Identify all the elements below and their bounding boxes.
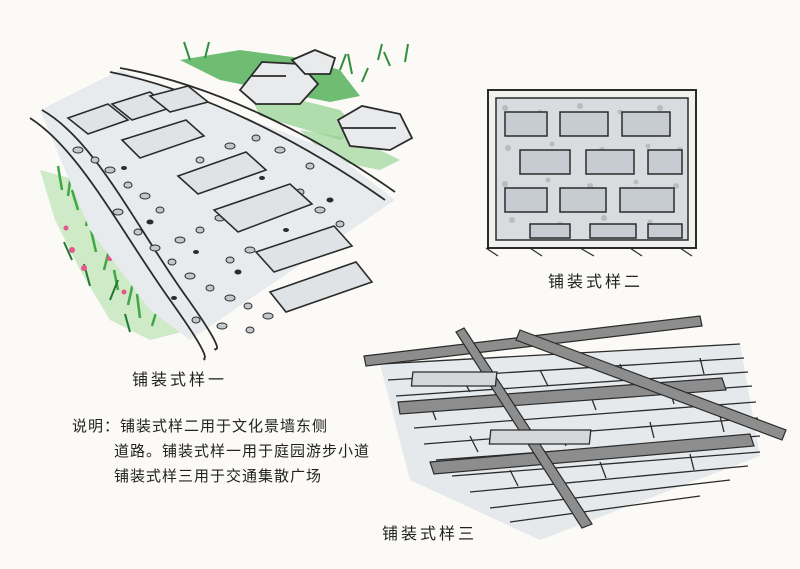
wall-panels [504, 111, 683, 239]
caption-sample-1: 铺装式样一 [132, 370, 228, 389]
paving-sample-3-sketch [363, 315, 787, 540]
stepping-slabs [66, 85, 374, 313]
note-line: 说明：铺装式样二用于文化景墙东侧 [72, 417, 329, 435]
paving-sample-1-sketch [29, 41, 414, 361]
boulders [238, 49, 414, 151]
caption-sample-3: 铺装式样三 [382, 524, 478, 543]
path-curbs [29, 67, 396, 361]
caption-sample-2: 铺装式样二 [548, 272, 644, 291]
paving-sample-2-sketch [485, 89, 697, 257]
note-line: 铺装式样三用于交通集散广场 [114, 467, 323, 485]
note-line: 道路。铺装式样一用于庭园游步小道 [114, 442, 371, 460]
explanation-note: 说明：铺装式样二用于文化景墙东侧 道路。铺装式样一用于庭园游步小道 铺装式样三用… [72, 414, 370, 489]
inset-panels [410, 371, 592, 445]
